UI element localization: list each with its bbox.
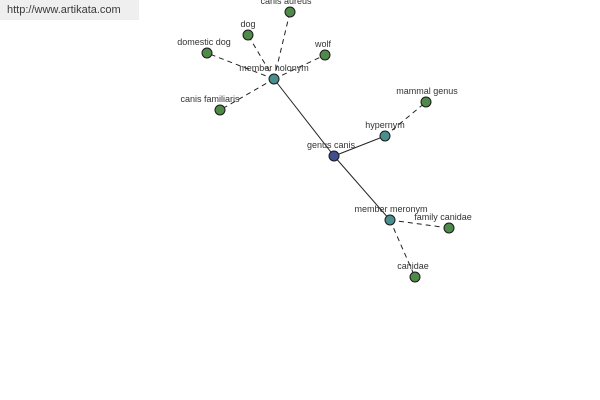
- node-circle-canis-familiaris[interactable]: [214, 104, 226, 116]
- node-label-dog: dog: [240, 19, 255, 29]
- edge-member-holonym-to-canis-aureus: [273, 11, 291, 80]
- node-mammal-genus[interactable]: mammal genus: [396, 86, 458, 108]
- node-label-member-meronym: member meronym: [354, 204, 427, 214]
- node-label-hypernym: hypernym: [365, 120, 405, 130]
- node-canidae[interactable]: canidae: [397, 261, 429, 283]
- edge-hypernym-to-mammal-genus: [384, 101, 427, 137]
- node-circle-member-meronym[interactable]: [384, 214, 396, 226]
- node-label-domestic-dog: domestic dog: [177, 37, 231, 47]
- node-circle-wolf[interactable]: [319, 49, 331, 61]
- node-label-canis-aureus: canis aureus: [260, 0, 312, 6]
- node-hypernym[interactable]: hypernym: [365, 120, 405, 142]
- node-wolf[interactable]: wolf: [314, 39, 332, 61]
- node-circle-canidae[interactable]: [409, 271, 421, 283]
- node-circle-hypernym[interactable]: [379, 130, 391, 142]
- node-family-canidae[interactable]: family canidae: [414, 212, 472, 234]
- edge-genus-canis-to-member-meronym: [333, 155, 391, 221]
- node-member-meronym[interactable]: member meronym: [354, 204, 428, 226]
- node-circle-dog[interactable]: [242, 29, 254, 41]
- node-circle-family-canidae[interactable]: [443, 222, 455, 234]
- edge-member-holonym-to-canis-familiaris: [219, 78, 275, 111]
- node-label-wolf: wolf: [314, 39, 332, 49]
- node-circle-domestic-dog[interactable]: [201, 47, 213, 59]
- node-canis-aureus[interactable]: canis aureus: [260, 0, 312, 18]
- edge-genus-canis-to-member-holonym: [273, 78, 335, 157]
- nodes-layer: genus canis member holonym hypernym member …: [177, 0, 472, 283]
- node-dog[interactable]: dog: [240, 19, 256, 41]
- node-canis-familiaris[interactable]: canis familiaris: [180, 94, 240, 116]
- node-label-member-holonym: member holonym: [239, 63, 309, 73]
- node-label-canidae: canidae: [397, 261, 429, 271]
- edge-genus-canis-to-hypernym: [333, 135, 386, 157]
- edges-layer: [206, 11, 450, 278]
- node-genus-canis[interactable]: genus canis: [307, 140, 356, 162]
- node-label-family-canidae: family canidae: [414, 212, 472, 222]
- node-domestic-dog[interactable]: domestic dog: [177, 37, 231, 59]
- edge-member-holonym-to-domestic-dog: [206, 52, 275, 80]
- node-circle-mammal-genus[interactable]: [420, 96, 432, 108]
- edge-member-holonym-to-wolf: [273, 54, 326, 80]
- edge-member-meronym-to-canidae: [389, 219, 416, 278]
- node-label-mammal-genus: mammal genus: [396, 86, 458, 96]
- node-circle-member-holonym[interactable]: [268, 73, 280, 85]
- node-label-canis-familiaris: canis familiaris: [180, 94, 240, 104]
- node-circle-canis-aureus[interactable]: [284, 6, 296, 18]
- url-text[interactable]: http://www.artikata.com: [0, 0, 139, 20]
- node-circle-genus-canis[interactable]: [328, 150, 340, 162]
- node-label-genus-canis: genus canis: [307, 140, 356, 150]
- node-member-holonym[interactable]: member holonym: [239, 63, 309, 85]
- edge-member-meronym-to-family-canidae: [389, 219, 450, 229]
